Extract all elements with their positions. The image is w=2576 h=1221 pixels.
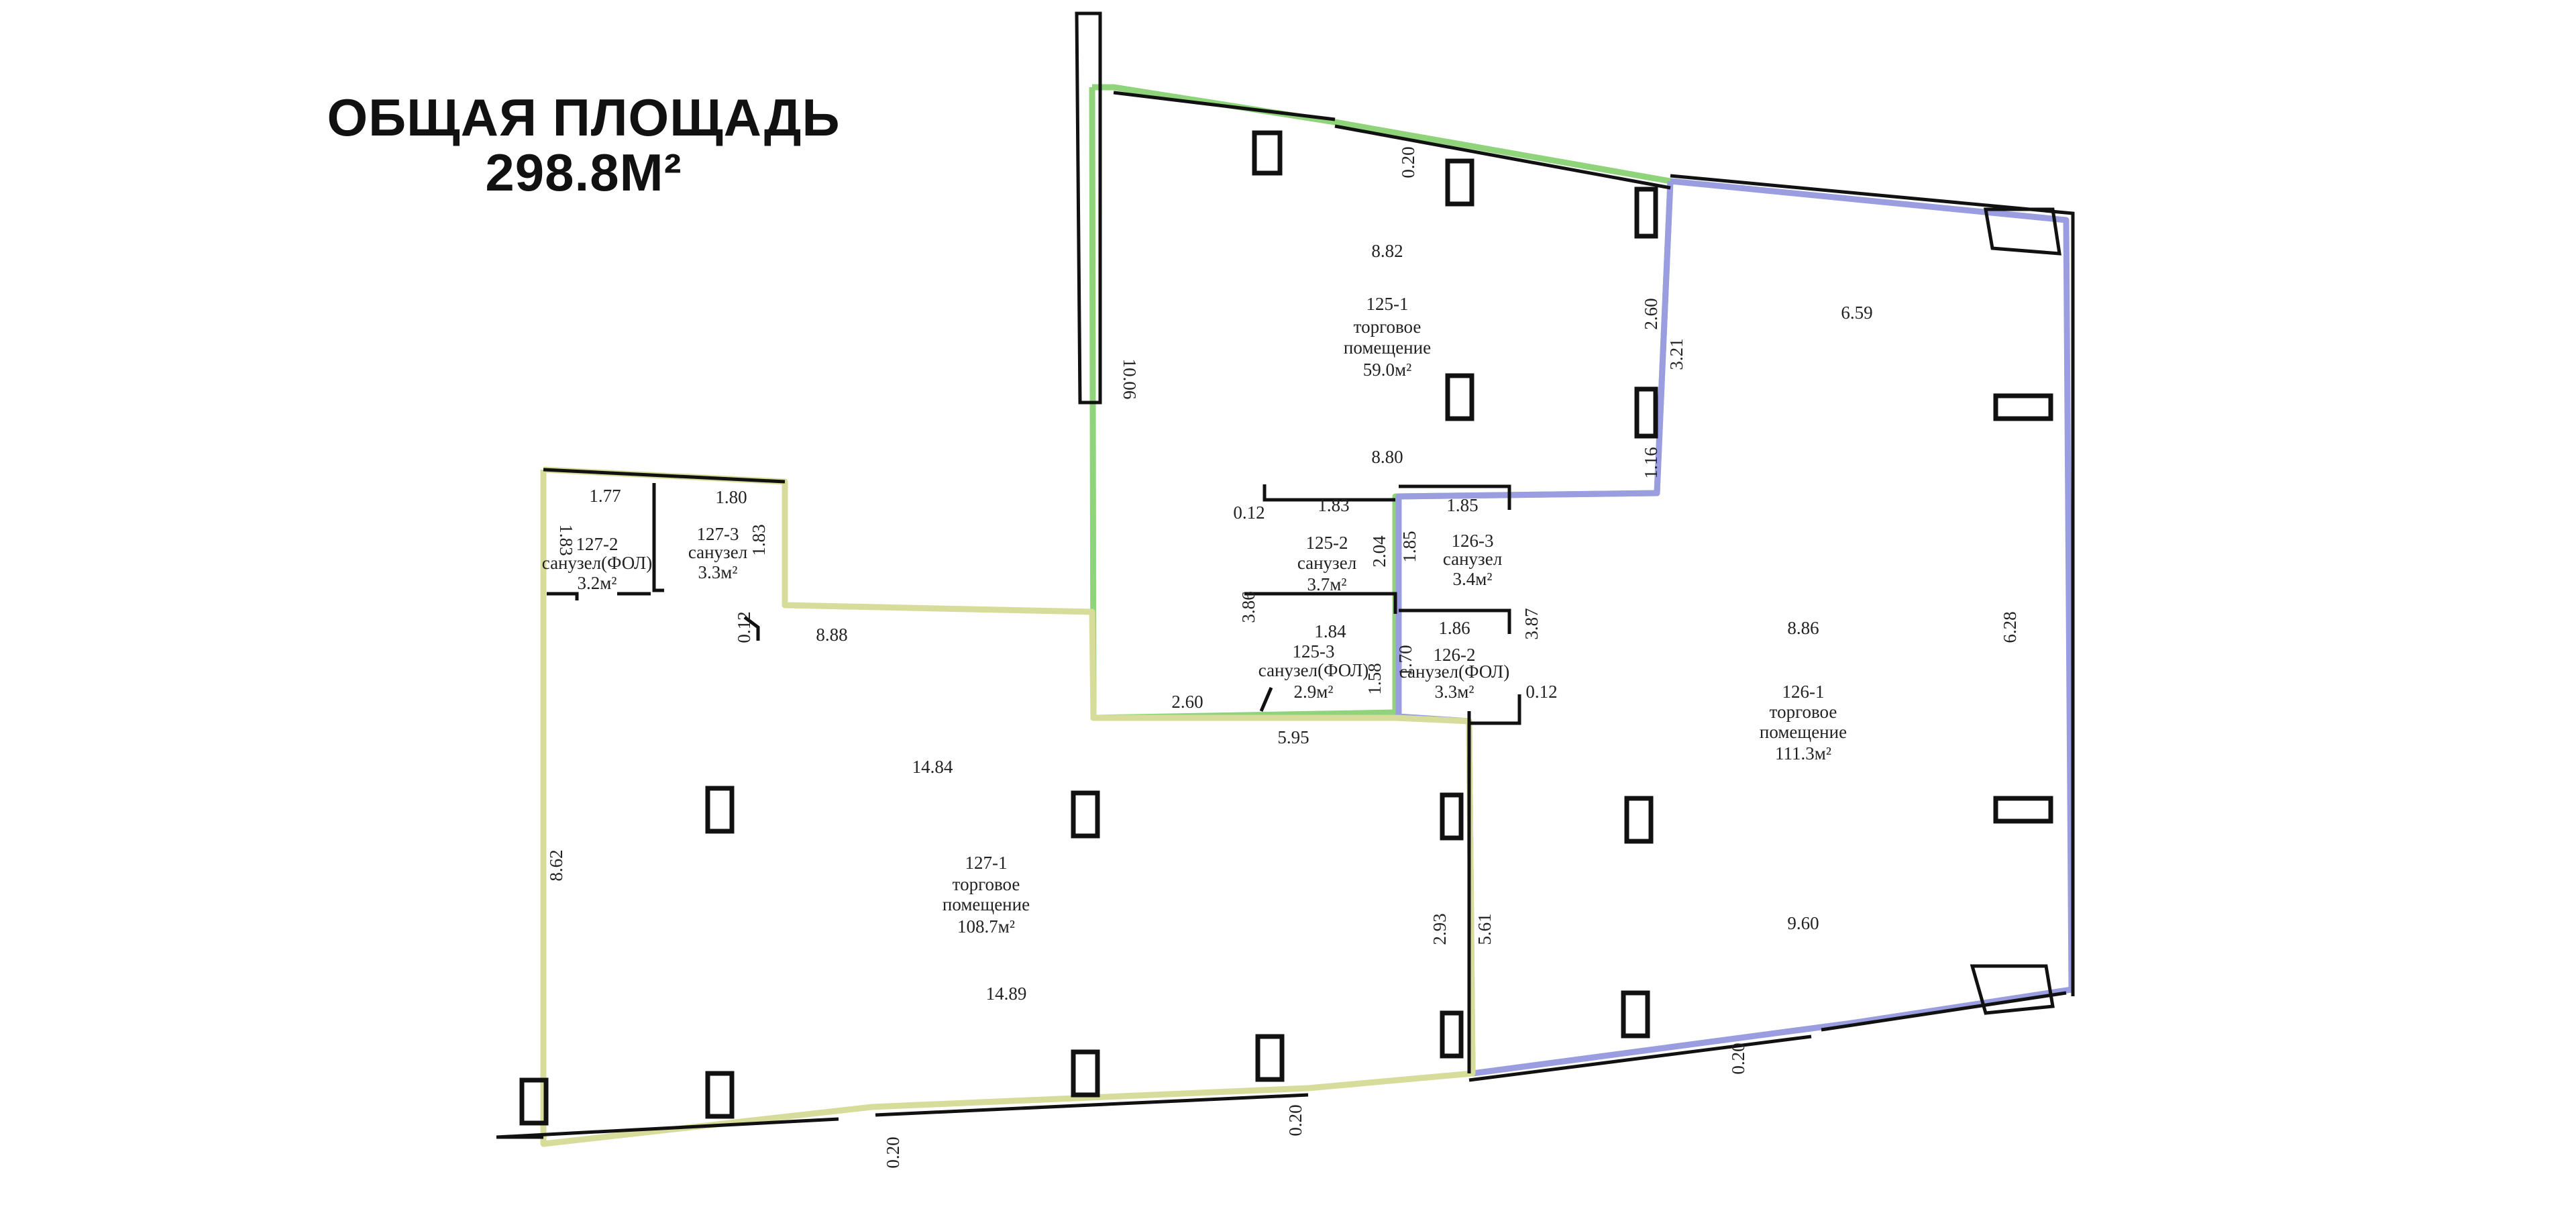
room-id: 126-2 [1434, 645, 1476, 665]
room-125-3-label: 125-3 санузел(ФОЛ) 2.9м² [1258, 641, 1368, 702]
room-type2: помещение [1344, 337, 1431, 358]
dimension-label: 2.60 [1171, 692, 1203, 712]
dimension-label: 5.95 [1277, 727, 1309, 747]
dimension-label: 1.85 [1446, 495, 1478, 515]
room-type: санузел(ФОЛ) [542, 553, 652, 573]
dimension-label: 14.84 [912, 757, 953, 777]
room-area: 59.0м² [1363, 360, 1411, 380]
room-type2: помещение [1760, 722, 1847, 742]
dimension-label: 3.87 [1521, 608, 1542, 639]
room-area: 3.3м² [1435, 682, 1474, 702]
room-type: торговое [1354, 317, 1421, 337]
room-type: санузел [1443, 549, 1502, 569]
room-id: 127-1 [965, 853, 1008, 873]
room-126-1-label: 126-1 торговое помещение 111.3м² [1760, 682, 1847, 763]
walls [496, 11, 2075, 1139]
room-type: санузел(ФОЛ) [1399, 661, 1509, 682]
dimension-label: 14.89 [986, 984, 1027, 1004]
columns [519, 130, 2053, 1126]
dimension-label: 1.70 [1395, 645, 1415, 676]
dimension-label: 1.83 [1318, 495, 1349, 515]
room-area: 3.3м² [698, 562, 738, 582]
dimension-label: 8.88 [816, 625, 847, 645]
dimension-label: 8.62 [546, 849, 566, 881]
room-126-3-label: 126-3 санузел 3.4м² [1443, 531, 1502, 589]
room-id: 127-2 [576, 534, 619, 554]
room-id: 125-2 [1306, 533, 1348, 553]
room-id: 125-3 [1293, 641, 1335, 661]
room-type: санузел(ФОЛ) [1258, 660, 1368, 680]
dimension-label: 9.60 [1787, 913, 1819, 933]
dimension-label: 1.86 [1438, 618, 1470, 638]
dimension-label: 0.12 [734, 611, 754, 643]
room-type2: помещение [943, 894, 1030, 914]
room-id: 125-1 [1366, 294, 1409, 314]
dimension-label: 8.86 [1787, 618, 1819, 638]
dimension-label: 1.58 [1364, 663, 1385, 694]
dimension-label: 1.77 [589, 486, 621, 506]
room-type: санузел [688, 542, 747, 562]
dimension-label: 1.80 [715, 487, 747, 507]
room-125-1-label: 125-1 торговое помещение 59.0м² [1344, 294, 1431, 380]
dimension-label: 2.04 [1369, 535, 1389, 568]
room-127-boundary [540, 466, 1476, 1147]
dimension-label: 2.93 [1430, 913, 1450, 945]
room-127-3-label: 127-3 санузел 3.3м² [688, 524, 747, 582]
dimension-label: 8.80 [1371, 447, 1403, 467]
dimension-label: 0.20 [1728, 1043, 1748, 1074]
room-type: санузел [1297, 553, 1356, 573]
dimension-label: 10.06 [1120, 359, 1140, 400]
dimension-label: 1.16 [1641, 447, 1661, 478]
room-area: 3.4м² [1453, 569, 1493, 589]
room-id: 126-3 [1452, 531, 1494, 551]
dimension-label: 0.20 [1285, 1104, 1305, 1136]
room-126-2-label: 126-2 санузел(ФОЛ) 3.3м² [1399, 645, 1509, 702]
total-area-heading: ОБЩАЯ ПЛОЩАДЬ [327, 88, 841, 147]
dimension-labels: 8.82 10.06 2.60 8.80 1.16 3.21 0.20 6.59… [546, 146, 2020, 1168]
room-type: торговое [953, 874, 1020, 894]
dimension-label: 1.84 [1314, 621, 1346, 641]
room-area: 3.7м² [1307, 574, 1347, 594]
room-125-boundary [1089, 84, 1674, 721]
dimension-label: 3.21 [1666, 338, 1686, 370]
room-127-1-label: 127-1 торговое помещение 108.7м² [943, 853, 1030, 937]
room-type: торговое [1770, 702, 1837, 722]
room-126-boundary [1395, 178, 2075, 1077]
room-area: 111.3м² [1775, 743, 1831, 763]
dimension-label: 6.28 [2000, 611, 2020, 643]
dimension-label: 2.60 [1641, 298, 1661, 329]
room-id: 127-3 [697, 524, 739, 544]
dimension-label: 0.20 [883, 1136, 903, 1168]
dimension-label: 6.59 [1841, 303, 1872, 323]
dimension-label: 3.86 [1238, 591, 1258, 623]
room-area: 2.9м² [1294, 682, 1334, 702]
dimension-label: 0.12 [1525, 682, 1557, 702]
dimension-label: 1.85 [1399, 531, 1419, 562]
dimension-label: 0.12 [1233, 502, 1265, 523]
room-area: 108.7м² [957, 916, 1015, 937]
dimension-label: 1.83 [749, 524, 769, 555]
room-area: 3.2м² [578, 573, 617, 593]
dimension-label: 8.82 [1371, 241, 1403, 261]
total-area-value: 298.8М² [485, 143, 682, 202]
room-labels: 125-1 торговое помещение 59.0м² 125-2 са… [542, 294, 1847, 937]
dimension-label: 0.20 [1398, 146, 1418, 178]
dimension-label: 1.83 [556, 524, 576, 555]
room-127-2-label: 127-2 санузел(ФОЛ) 3.2м² [542, 534, 652, 593]
dimension-label: 5.61 [1474, 913, 1495, 945]
room-125-2-label: 125-2 санузел 3.7м² [1297, 533, 1356, 594]
room-id: 126-1 [1782, 682, 1825, 702]
